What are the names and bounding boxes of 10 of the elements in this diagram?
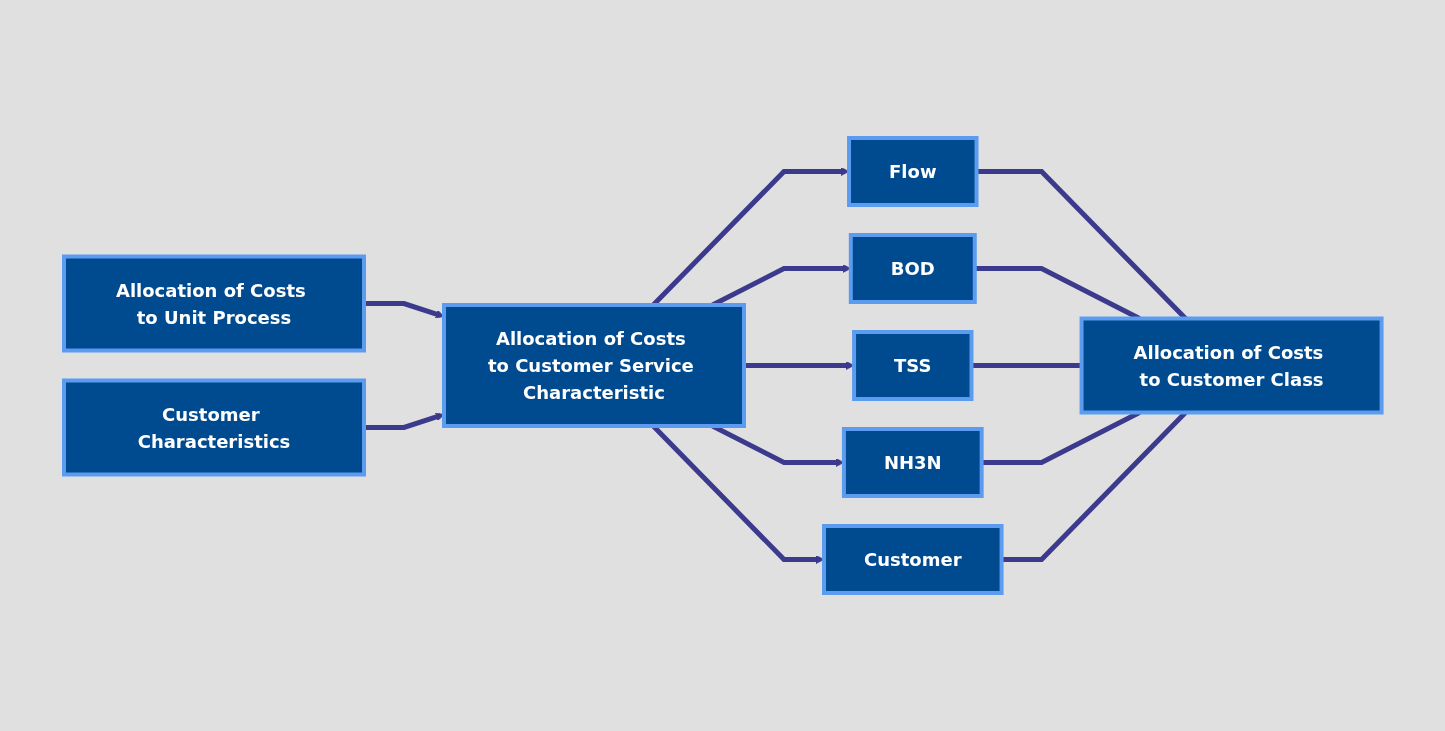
node-box: TSS [851, 330, 974, 401]
node-box: NH3N [841, 427, 984, 498]
node-box: Allocation of Costs to Customer Class [1079, 316, 1384, 415]
node-box: Flow [846, 136, 979, 207]
node-box: Customer Characteristics [61, 378, 366, 477]
node-box: Allocation of Costs to Customer Service Characteristic [441, 303, 746, 428]
node-box: Customer [821, 524, 1004, 595]
node-box: Allocation of Costs to Unit Process [61, 254, 366, 353]
node-box: BOD [848, 233, 977, 304]
connector [971, 363, 1082, 368]
